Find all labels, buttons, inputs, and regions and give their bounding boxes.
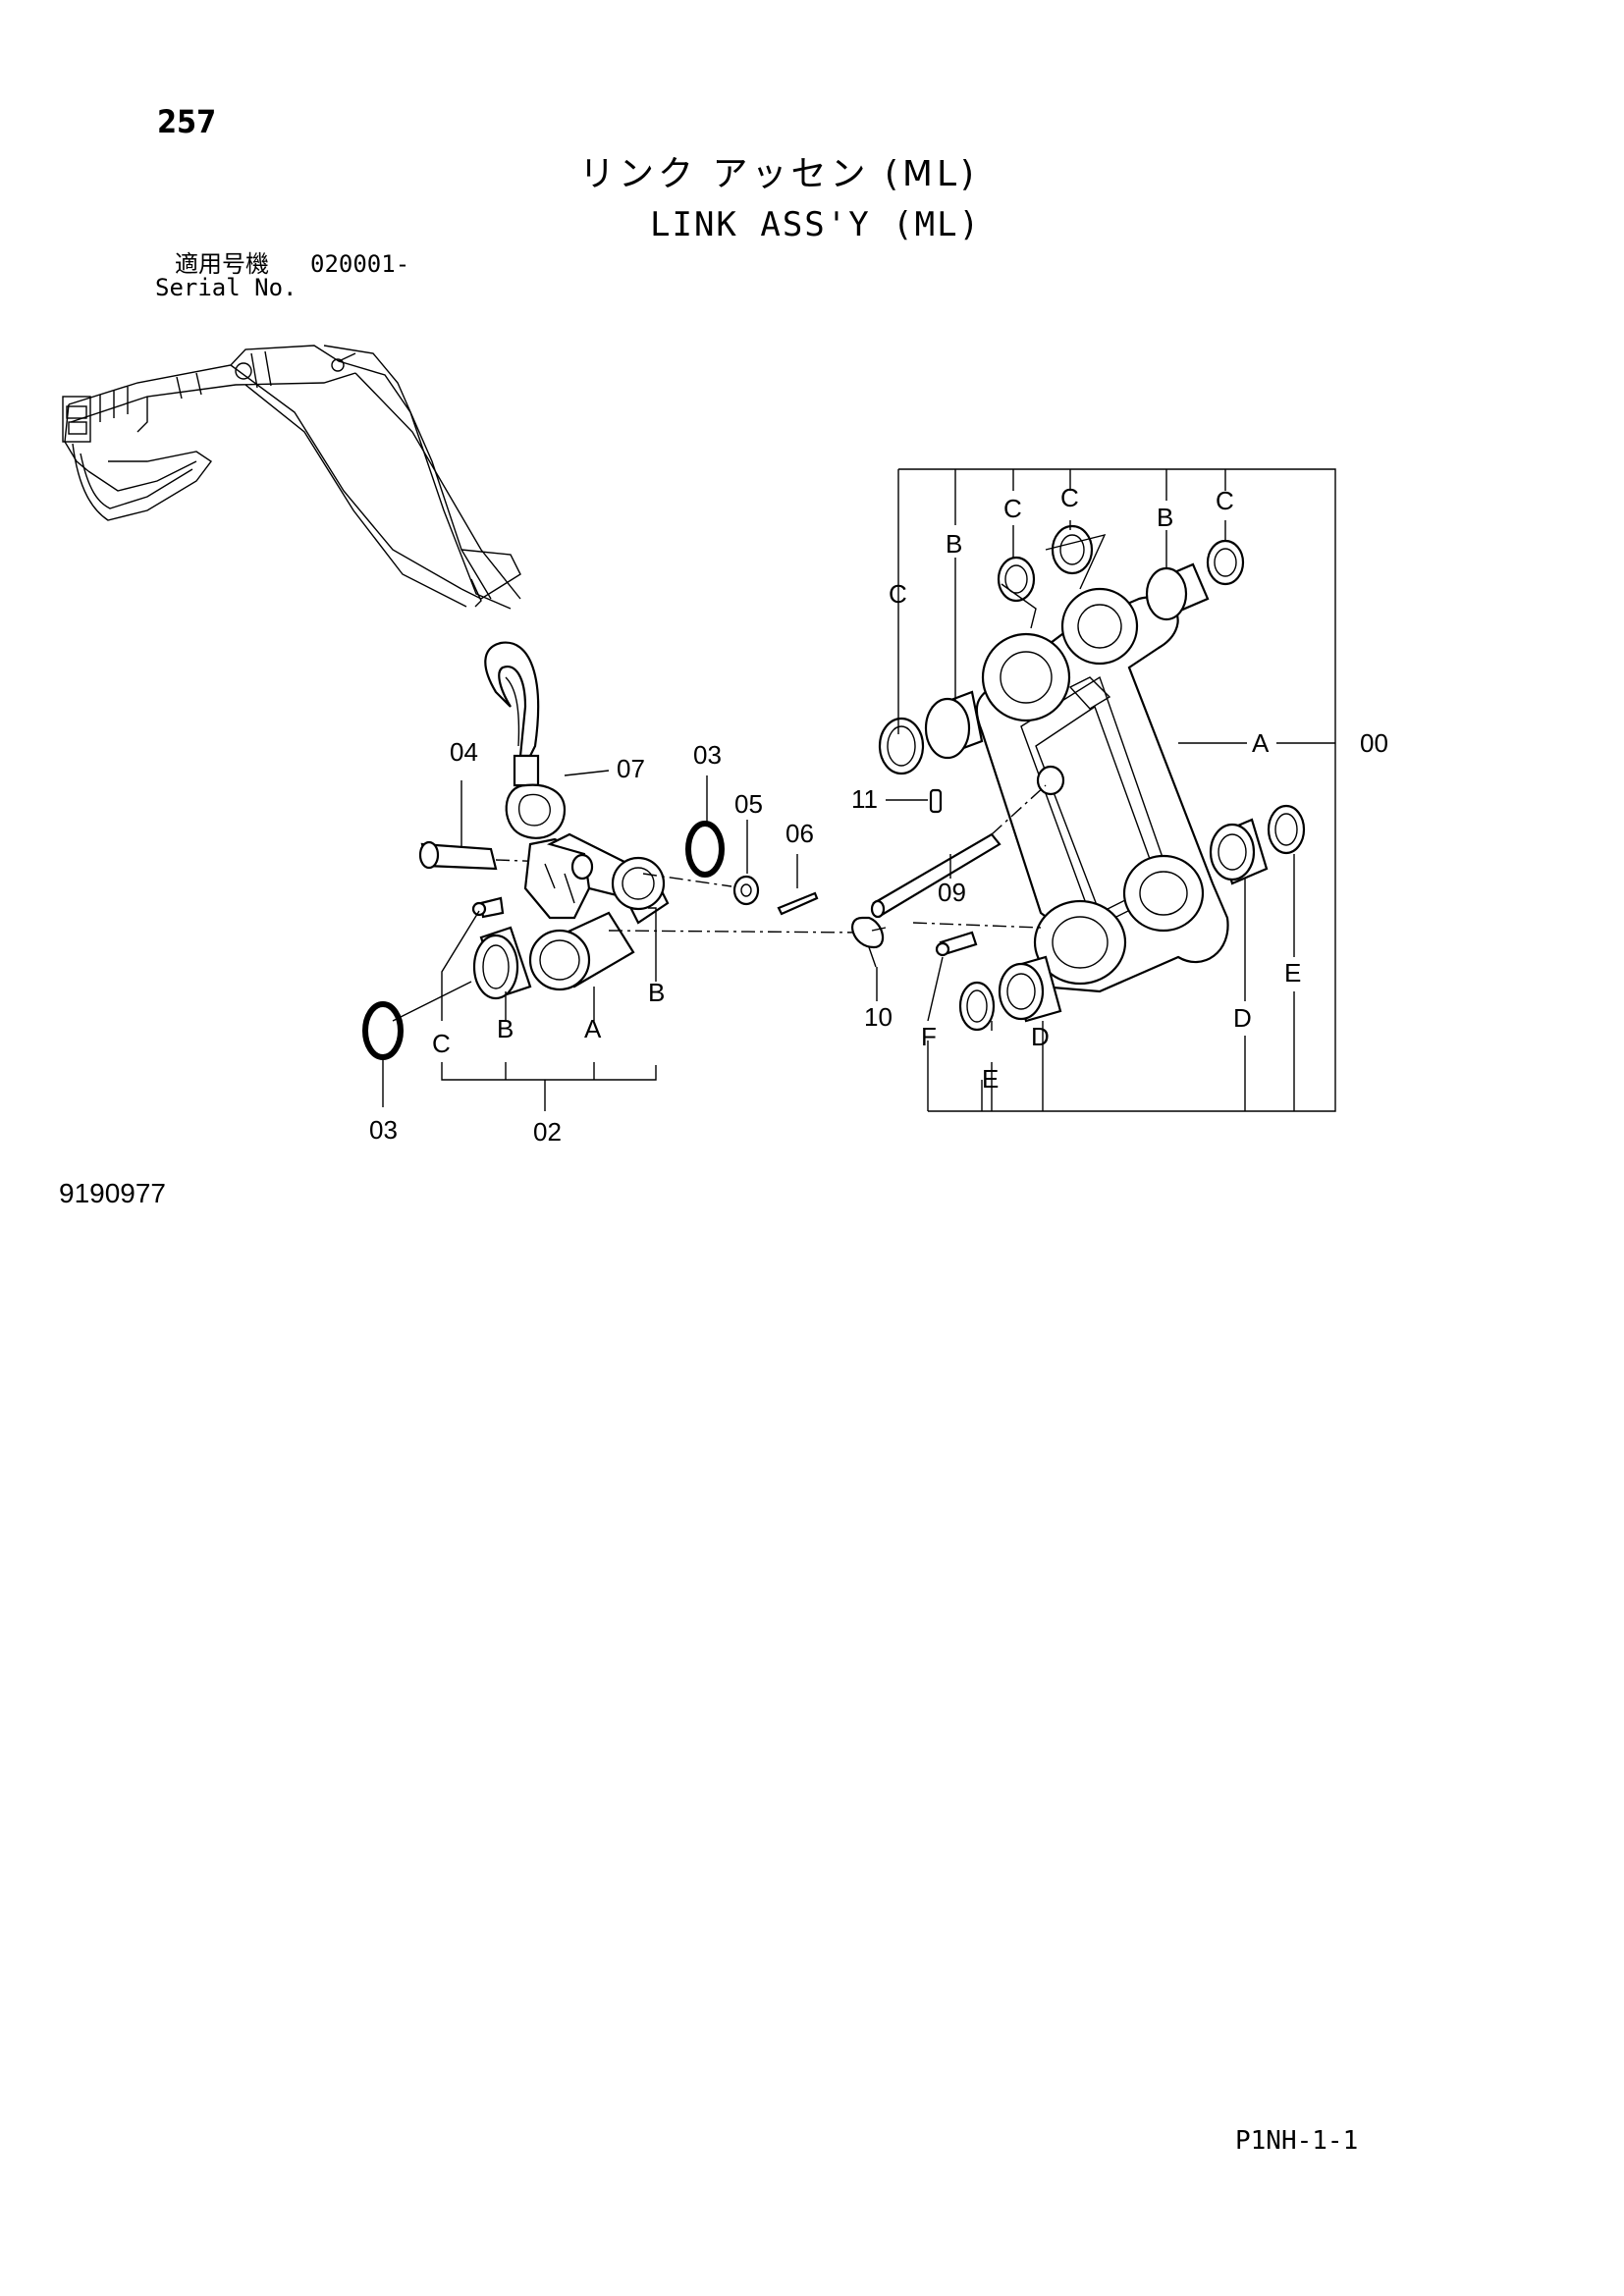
callout-09: 09 <box>938 878 966 907</box>
callout-c-upper-1: C <box>889 579 907 609</box>
callout-00: 00 <box>1360 728 1388 758</box>
callout-d-right: D <box>1233 1003 1252 1033</box>
title-english: LINK ASS'Y (ML) <box>650 205 982 244</box>
callout-f: F <box>921 1022 937 1051</box>
callout-e-right: E <box>1284 958 1301 988</box>
o-ring-left <box>362 1001 404 1060</box>
callout-b-left: B <box>497 1014 514 1043</box>
callout-02: 02 <box>533 1117 562 1147</box>
callout-d-lower: D <box>1031 1022 1050 1051</box>
serial-number-value: 020001- <box>310 250 410 278</box>
page-code: P1NH-1-1 <box>1235 2126 1359 2156</box>
callout-04: 04 <box>450 737 478 767</box>
callout-a-left: A <box>584 1014 602 1043</box>
callout-c-upper-2: C <box>1003 494 1022 523</box>
callout-03-left: 03 <box>369 1115 398 1145</box>
callout-c-left: C <box>432 1029 451 1058</box>
callout-c-upper-3: C <box>1060 483 1079 512</box>
title-japanese: リンク アッセン (ML) <box>579 154 979 194</box>
o-ring-right <box>685 821 725 878</box>
page-number: 257 <box>157 103 217 140</box>
callout-b-upper-2: B <box>1157 503 1173 532</box>
callout-b-upper-1: B <box>946 529 962 559</box>
callout-05: 05 <box>734 789 763 819</box>
callout-e-lower: E <box>982 1064 999 1094</box>
figure-number: 9190977 <box>59 1178 167 1208</box>
side-link-assembly <box>362 641 865 1111</box>
serial-label-japanese: 適用号機 <box>175 250 269 278</box>
main-link <box>851 468 1336 1112</box>
callout-06: 06 <box>785 819 814 848</box>
callout-c-upper-4: C <box>1216 486 1234 515</box>
callout-11: 11 <box>851 784 878 814</box>
callout-07: 07 <box>617 754 645 783</box>
exploded-parts-diagram: 04 07 03 05 06 11 09 10 03 02 00 C B A B… <box>62 345 1388 1147</box>
callout-03-right: 03 <box>693 740 722 770</box>
callout-b-left-rear: B <box>648 978 665 1007</box>
callout-10: 10 <box>864 1002 893 1032</box>
excavator-arm-location-sketch <box>62 345 521 610</box>
callout-a-right: A <box>1252 728 1270 758</box>
serial-label-english: Serial No. <box>155 274 298 301</box>
part-callouts: 04 07 03 05 06 11 09 10 03 02 00 C B A B… <box>369 483 1388 1147</box>
